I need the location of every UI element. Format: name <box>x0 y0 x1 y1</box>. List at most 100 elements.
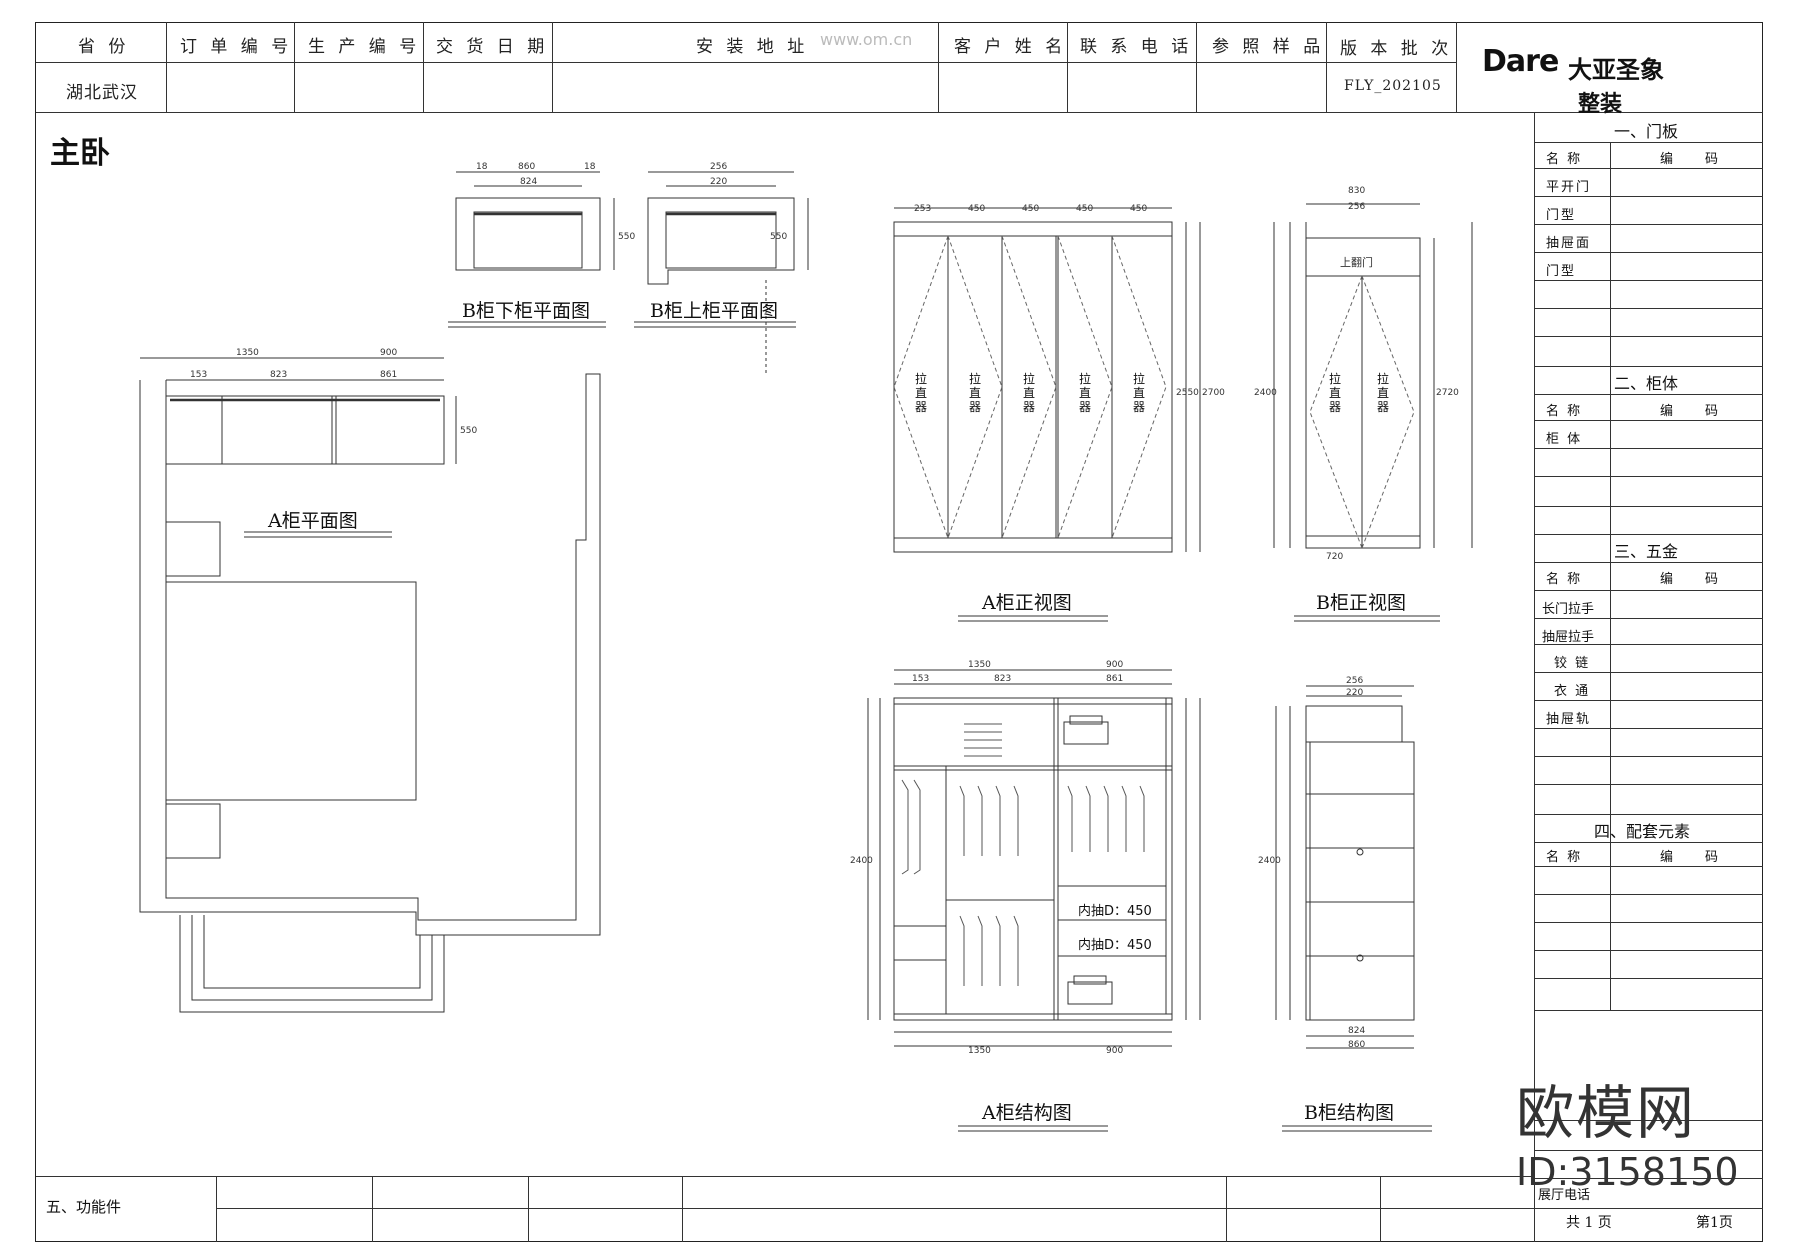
pull-label-5: 拉直器 <box>1132 372 1145 414</box>
sidebar-section-3-header-code: 编 码 <box>1660 572 1721 587</box>
dim-a-struct-height: 2400 <box>850 856 873 866</box>
header-label-version: 版 本 批 次 <box>1340 39 1453 59</box>
header-label-phone: 联 系 电 话 <box>1080 37 1193 57</box>
dim-b-front-bottom: 720 <box>1326 552 1344 562</box>
sidebar-hardware-row-1: 长门拉手 <box>1542 602 1595 617</box>
sidebar-section-1-title: 一、门板 <box>1614 122 1679 141</box>
header-col-7 <box>1196 22 1197 112</box>
sidebar-hardware-row-3: 铰 链 <box>1554 656 1591 671</box>
b-lower-plan-inner <box>473 211 583 269</box>
sidebar-door-row-1: 平开门 <box>1546 180 1592 195</box>
brand-product: 整装 <box>1578 92 1623 117</box>
dim-a-struct-top-left: 1350 <box>968 660 991 670</box>
bottom-strip-top <box>36 1176 1534 1177</box>
b-front-lower <box>1305 275 1421 549</box>
dim-a-struct-bottom-right: 900 <box>1106 1046 1124 1056</box>
room-title: 主卧 <box>50 136 110 171</box>
sidebar-hardware-row-2: 抽屉拉手 <box>1542 630 1595 645</box>
header-bottom <box>36 112 1763 113</box>
dim-b-lower-top: 860 <box>518 162 536 172</box>
sidebar-section-2-header-name: 名 称 <box>1546 404 1583 419</box>
sidebar-col-divider <box>1610 142 1611 1010</box>
header-label-delivery-date: 交 货 日 期 <box>436 37 549 57</box>
page-total: 共 1 页 <box>1566 1215 1612 1231</box>
pull-label-7: 拉直器 <box>1376 372 1389 414</box>
watermark-url: www.om.cn <box>820 30 913 49</box>
b-upper-plan-inner <box>665 211 777 269</box>
dim-a-front-col-2: 450 <box>968 204 986 214</box>
caption-b-structure: B柜结构图 <box>1304 1102 1394 1124</box>
header-col-6 <box>1067 22 1068 112</box>
dim-b-upper-inner: 220 <box>710 177 728 187</box>
dim-b-struct-sub: 220 <box>1346 688 1364 698</box>
dim-a-front-col-5: 450 <box>1130 204 1148 214</box>
pull-label-2: 拉直器 <box>968 372 981 414</box>
header-col-1 <box>166 22 167 112</box>
sidebar-section-4-header-code: 编 码 <box>1660 850 1721 865</box>
b-structure-upper <box>1305 705 1403 743</box>
watermark-id: ID:3158150 <box>1516 1150 1739 1194</box>
sidebar-door-row-3: 抽屉面 <box>1546 236 1592 251</box>
caption-b-upper-plan: B柜上柜平面图 <box>650 300 778 322</box>
caption-a-structure: A柜结构图 <box>982 1102 1072 1124</box>
header-province-value: 湖北武汉 <box>66 83 138 103</box>
sidebar-hardware-row-4: 衣 通 <box>1554 684 1591 699</box>
room-walls <box>139 373 601 936</box>
sidebar-section-1-header-code: 编 码 <box>1660 152 1721 167</box>
brand-logo-text: Dare <box>1482 44 1559 79</box>
dim-b-upper-top: 256 <box>710 162 728 172</box>
caption-b-lower-plan: B柜下柜平面图 <box>462 300 590 322</box>
dim-a-front-col-1: 253 <box>914 204 932 214</box>
dim-a-struct-sub-2: 823 <box>994 674 1012 684</box>
dim-a-plan-depth: 550 <box>460 426 478 436</box>
dim-b-lower-depth: 550 <box>618 232 636 242</box>
header-label-production-no: 生 产 编 号 <box>308 37 421 57</box>
dim-b-lower-side-a: 18 <box>476 162 488 172</box>
header-col-5 <box>938 22 939 112</box>
header-label-order-no: 订 单 编 号 <box>180 37 293 57</box>
bottom-strip-mid <box>216 1208 1534 1209</box>
functional-parts-label: 五、功能件 <box>46 1198 122 1216</box>
dim-b-front-top: 830 <box>1348 186 1366 196</box>
dim-a-struct-bottom-left: 1350 <box>968 1046 991 1056</box>
dim-a-struct-sub-1: 153 <box>912 674 930 684</box>
header-label-customer-name: 客 户 姓 名 <box>954 37 1067 57</box>
dim-b-struct-bottom: 860 <box>1348 1040 1366 1050</box>
dim-a-front-col-4: 450 <box>1076 204 1094 214</box>
nightstand-top <box>165 521 221 577</box>
dim-b-lower-inner: 824 <box>520 177 538 187</box>
b-lower-plan-outline <box>455 197 601 271</box>
sidebar-left-border <box>1534 112 1535 1242</box>
a-structure-frame <box>893 697 1173 1021</box>
caption-a-plan: A柜平面图 <box>268 510 358 532</box>
caption-a-front: A柜正视图 <box>982 592 1072 614</box>
dim-b-front-total: 2720 <box>1436 388 1459 398</box>
dim-a-plan-sub1: 153 <box>190 370 208 380</box>
dim-b-upper-depth: 550 <box>770 232 788 242</box>
header-label-province: 省 份 <box>78 37 130 57</box>
header-col-8 <box>1326 22 1327 112</box>
dim-b-struct-bottom-sub: 824 <box>1348 1026 1366 1036</box>
sidebar-section-2-header-code: 编 码 <box>1660 404 1721 419</box>
watermark-brand: 欧模网 <box>1516 1079 1697 1147</box>
sidebar-door-row-2: 门型 <box>1546 208 1577 223</box>
inner-drawer-label-1: 内抽D：450 <box>1078 904 1152 919</box>
dim-a-plan-left: 1350 <box>236 348 259 358</box>
dim-a-front-total: 2700 <box>1202 388 1225 398</box>
page-current: 第1页 <box>1696 1215 1733 1231</box>
sidebar-section-2-title: 二、柜体 <box>1614 374 1679 393</box>
header-version-value: FLY_202105 <box>1344 78 1442 94</box>
dim-b-lower-side-b: 18 <box>584 162 596 172</box>
bed <box>165 581 417 801</box>
caption-b-front: B柜正视图 <box>1316 592 1406 614</box>
sidebar-hardware-row-5: 抽屉轨 <box>1546 712 1592 727</box>
inner-drawer-label-2: 内抽D：450 <box>1078 938 1152 953</box>
nightstand-bottom <box>165 803 221 859</box>
dim-a-struct-sub-3: 861 <box>1106 674 1124 684</box>
dim-b-struct-height: 2400 <box>1258 856 1281 866</box>
dim-a-plan-right: 900 <box>380 348 398 358</box>
header-col-4 <box>552 22 553 112</box>
brand-company: 大亚圣象 <box>1568 56 1664 84</box>
brand-logo: Dare <box>1482 44 1559 79</box>
